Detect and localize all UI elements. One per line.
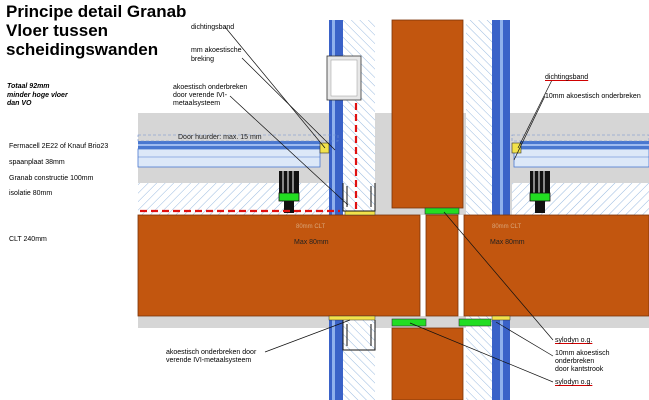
label-sylodyn-2: sylodyn o.g. xyxy=(555,379,593,386)
granab-support-right xyxy=(529,171,551,213)
dim-faint-left: 80mm CLT xyxy=(296,224,326,230)
label-ivi-top-3: metaalsysteem xyxy=(173,100,221,107)
label-kantstrook-2: onderbreken xyxy=(555,358,595,365)
floor-board-left xyxy=(137,148,321,168)
layer-clt: CLT 240mm xyxy=(9,236,47,243)
title-line-1: Principe detail Granab xyxy=(6,2,187,21)
green-strip-top xyxy=(424,207,460,215)
page-title: Principe detail Granab Vloer tussen sche… xyxy=(6,2,186,59)
label-akoestische-left-1: mm akoestische xyxy=(191,47,242,54)
green-strip-bottom-left xyxy=(391,318,427,327)
label-ivi-bottom-2: verende IVI-metaalsysteem xyxy=(166,357,252,364)
yellow-strip-top-left xyxy=(344,210,376,216)
total-note: Totaal 92mm minder hoge vloer dan VO xyxy=(7,83,68,109)
total-line-3: dan VO xyxy=(7,100,32,107)
layer-isolatie: isolatie 80mm xyxy=(9,190,53,197)
layer-granab: Granab constructie 100mm xyxy=(9,175,94,182)
label-akoestische-left-2: breking xyxy=(191,56,214,63)
title-line-3: scheidingswanden xyxy=(6,40,159,59)
label-kantstrook-1: 10mm akoestisch xyxy=(555,350,610,357)
dim-door-huurder: Door huurder: max. 15 mm xyxy=(178,134,262,141)
insulation-left xyxy=(138,183,338,215)
label-dichtingsband-left: dichtingsband xyxy=(191,24,235,31)
floor-finish-right-line xyxy=(520,144,649,146)
title-line-2: Vloer tussen xyxy=(6,21,109,40)
clt-wall-middle xyxy=(425,214,459,317)
floor-dashed-left xyxy=(137,134,339,142)
label-akoestisch-right: 10mm akoestisch onderbreken xyxy=(545,93,641,100)
granab-support-left xyxy=(278,171,300,213)
label-dichtingsband-right: dichtingsband xyxy=(545,74,589,81)
total-line-2: minder hoge vloer xyxy=(7,91,68,99)
dim-max-right: Max 80mm xyxy=(490,239,525,246)
yellow-strip-bottom-right xyxy=(491,315,511,321)
green-strip-bottom-right xyxy=(458,318,492,327)
floor-dashed-right xyxy=(511,134,649,142)
label-ivi-bottom-1: akoestisch onderbreken door xyxy=(166,349,257,356)
yellow-strip-bottom-left xyxy=(328,315,376,321)
ivi-bracket-bottom xyxy=(342,320,376,351)
clt-wall-upper xyxy=(391,19,464,209)
clt-floor-left xyxy=(137,214,421,317)
wall-right-board-inner xyxy=(500,20,503,400)
label-ivi-top-1: akoestisch onderbreken xyxy=(173,84,248,91)
label-sylodyn-1: sylodyn o.g. xyxy=(555,337,593,344)
layer-fermacell: Fermacell 2E22 of Knauf Brio23 xyxy=(9,143,109,150)
sealing-band-left xyxy=(319,142,330,154)
wall-right-cavity xyxy=(466,20,492,400)
floor-board-right xyxy=(513,148,649,168)
label-kantstrook-3: door kantstrook xyxy=(555,366,604,373)
dim-faint-right: 80mm CLT xyxy=(492,224,522,230)
layer-spaanplaat: spaanplaat 38mm xyxy=(9,159,65,166)
clt-floor-right xyxy=(463,214,649,317)
total-line-1: Totaal 92mm xyxy=(7,83,50,90)
sealing-band-right xyxy=(511,142,522,154)
leader-lines xyxy=(224,26,554,383)
ivi-bracket-top xyxy=(342,183,376,212)
label-ivi-top-2: door verende IVI- xyxy=(173,92,228,99)
dim-max-left: Max 80mm xyxy=(294,239,329,246)
clt-wall-lower xyxy=(391,327,464,400)
floor-finish-left-line xyxy=(138,144,320,146)
